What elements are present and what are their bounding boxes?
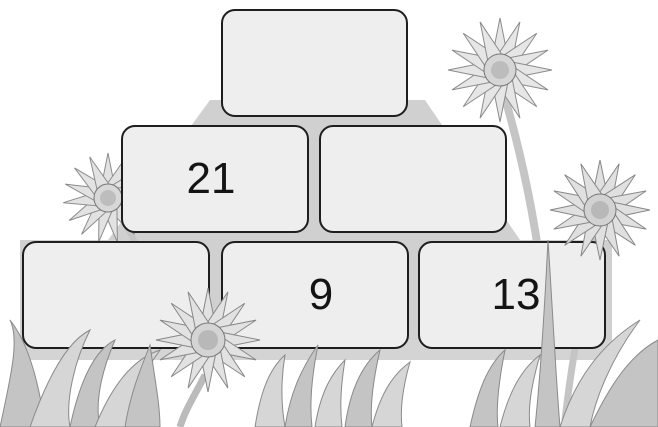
pyramid-middle-right-brick[interactable] bbox=[319, 125, 507, 233]
pyramid-top-brick[interactable] bbox=[221, 9, 408, 117]
brick-value: 21 bbox=[186, 154, 236, 203]
pyramid-bottom-right-brick[interactable]: 13 bbox=[418, 241, 606, 349]
brick-value: 9 bbox=[308, 270, 334, 319]
pyramid-bottom-left-brick[interactable] bbox=[22, 241, 210, 349]
pyramid-middle-left-brick[interactable]: 21 bbox=[121, 125, 309, 233]
pyramid-bottom-middle-brick[interactable]: 9 bbox=[221, 241, 409, 349]
brick-value: 13 bbox=[491, 270, 541, 319]
